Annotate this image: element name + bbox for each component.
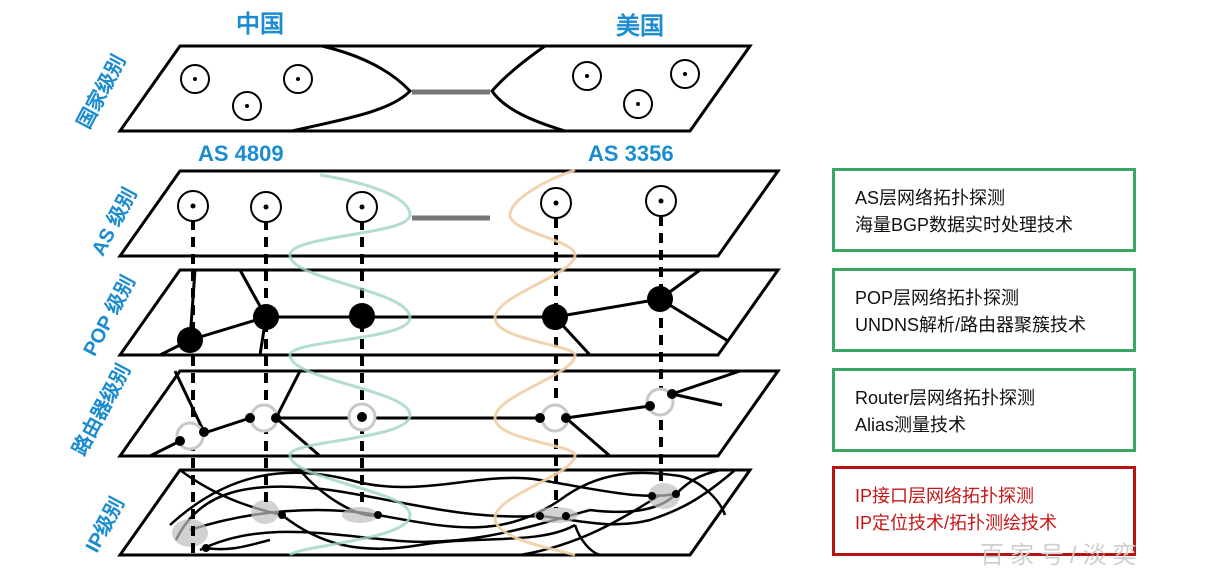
box-subtitle: 海量BGP数据实时处理技术: [855, 215, 1074, 235]
pop-node: [542, 304, 568, 330]
country-layer-plane: [117, 44, 753, 133]
pop-technique-box: POP层网络拓扑探测 UNDNS解析/路由器聚簇技术: [832, 268, 1136, 352]
china-divider-curve: [288, 173, 412, 557]
box-title: Router层网络拓扑探测: [855, 388, 1036, 408]
as-technique-box: AS层网络拓扑探测 海量BGP数据实时处理技术: [832, 168, 1136, 252]
box-subtitle: Alias测量技术: [855, 415, 967, 435]
box-title: POP层网络拓扑探测: [855, 288, 1020, 308]
as-label-3356: AS 3356: [588, 141, 674, 166]
pop-node: [177, 327, 203, 353]
router-technique-box: Router层网络拓扑探测 Alias测量技术: [832, 368, 1136, 452]
box-subtitle: UNDNS解析/路由器聚簇技术: [855, 315, 1087, 335]
country-label-china: 中国: [236, 11, 284, 38]
usa-divider-curve: [493, 168, 577, 557]
box-subtitle: IP定位技术/拓扑测绘技术: [855, 513, 1058, 533]
country-nodes: [180, 59, 700, 121]
ip-nodes: [202, 490, 680, 552]
pop-node: [253, 304, 279, 330]
vertical-projection-lines: [191, 216, 663, 555]
router-layer-plane: [117, 369, 781, 458]
as-layer-plane: [117, 169, 781, 258]
pop-node: [349, 303, 375, 329]
box-title: IP接口层网络拓扑探测: [855, 486, 1035, 506]
box-title: AS层网络拓扑探测: [855, 188, 1006, 208]
country-label-usa: 美国: [616, 13, 664, 40]
pop-nodes: [177, 286, 673, 353]
pop-node: [647, 286, 673, 312]
usa-boundary: [490, 44, 566, 133]
ip-technique-box: IP接口层网络拓扑探测 IP定位技术/拓扑测绘技术: [832, 466, 1136, 556]
as-nodes: [177, 185, 677, 223]
watermark: 百家号/淡奕: [980, 542, 1143, 569]
pop-layer-plane: [117, 268, 781, 357]
router-nodes: [175, 389, 677, 446]
as-label-4809: AS 4809: [198, 141, 284, 166]
ip-node-halos: [172, 483, 680, 547]
china-boundary: [291, 44, 413, 133]
